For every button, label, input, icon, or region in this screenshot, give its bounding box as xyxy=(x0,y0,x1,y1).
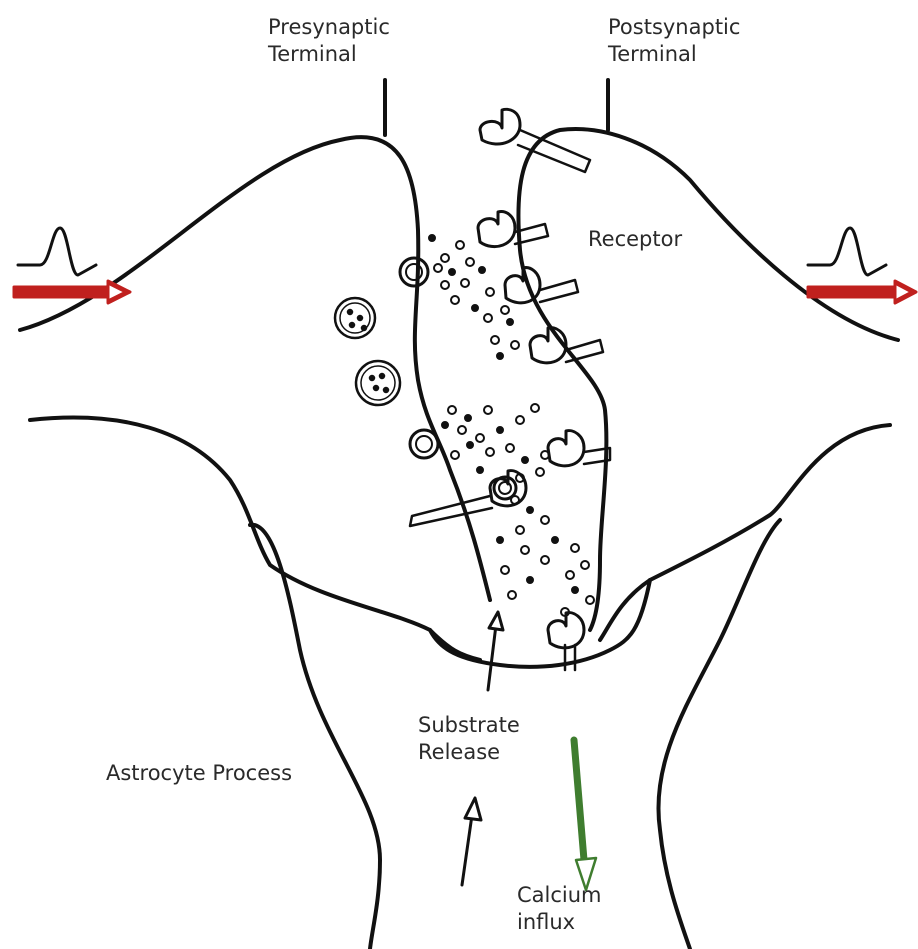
signal-arrow-icon xyxy=(14,281,130,303)
postsynaptic-label-line1: Postsynaptic xyxy=(608,14,740,41)
presynaptic-label: Presynaptic Terminal xyxy=(268,14,390,68)
neurotransmitter-dot xyxy=(451,296,459,304)
neurotransmitter-dot xyxy=(571,544,579,552)
neurotransmitter-dot xyxy=(501,566,509,574)
neurotransmitter-dot xyxy=(479,267,485,273)
neurotransmitter-dot xyxy=(521,546,529,554)
postsynaptic-membrane xyxy=(518,129,898,630)
receptor-icon xyxy=(478,212,548,247)
receptor-label-text: Receptor xyxy=(588,226,682,253)
neurotransmitter-dot xyxy=(448,406,456,414)
neurotransmitter-dot xyxy=(527,577,533,583)
neurotransmitter-dot xyxy=(476,434,484,442)
neurotransmitter-dot xyxy=(467,442,473,448)
calcium-label-line1: Calcium xyxy=(517,882,602,909)
postsynaptic-label-line2: Terminal xyxy=(608,41,740,68)
neurotransmitter-dot xyxy=(511,341,519,349)
substrate-label-line2: Release xyxy=(418,739,520,766)
substrate-label-line1: Substrate xyxy=(418,712,520,739)
presynaptic-label-line1: Presynaptic xyxy=(268,14,390,41)
neurotransmitter-dot xyxy=(536,468,544,476)
neurotransmitter-dot xyxy=(501,306,509,314)
neurotransmitter-dot xyxy=(541,556,549,564)
neurotransmitter-dot xyxy=(572,587,578,593)
calcium-arrow-icon xyxy=(574,740,596,890)
neurotransmitter-dot xyxy=(486,448,494,456)
calcium-label-line2: influx xyxy=(517,909,602,936)
neurotransmitter-dot xyxy=(508,591,516,599)
postsynaptic-label: Postsynaptic Terminal xyxy=(608,14,740,68)
vesicle-icon xyxy=(356,361,400,405)
neurotransmitter-dot xyxy=(581,561,589,569)
neurotransmitter-dot xyxy=(491,336,499,344)
neurotransmitter-dot xyxy=(516,416,524,424)
release-arrow-icon xyxy=(462,798,481,885)
neurotransmitter-dot xyxy=(429,235,435,241)
signal-arrow-icon xyxy=(808,281,916,303)
neurotransmitter-dot xyxy=(586,596,594,604)
action-potential-icon xyxy=(808,228,886,275)
astrocyte-label: Astrocyte Process xyxy=(106,760,292,787)
action-potential-icon xyxy=(18,228,96,275)
neurotransmitter-dot xyxy=(566,571,574,579)
presynaptic-label-line2: Terminal xyxy=(268,41,390,68)
release-arrow-icon xyxy=(488,612,503,690)
neurotransmitter-dot xyxy=(465,415,471,421)
neurotransmitter-dot xyxy=(484,406,492,414)
neurotransmitter-dot xyxy=(441,281,449,289)
receptor-icon xyxy=(548,431,610,466)
neurotransmitter-dot xyxy=(458,426,466,434)
neurotransmitter-dot xyxy=(466,258,474,266)
neurotransmitter-dot xyxy=(472,305,478,311)
neurotransmitter-dot xyxy=(442,422,448,428)
neurotransmitter-dot xyxy=(497,537,503,543)
neurotransmitter-dot xyxy=(497,353,503,359)
neurotransmitter-dots xyxy=(429,235,594,616)
neurotransmitter-dot xyxy=(497,427,503,433)
neurotransmitter-dot xyxy=(456,241,464,249)
receptor-icon xyxy=(530,328,603,363)
neurotransmitter-dot xyxy=(434,264,442,272)
neurotransmitter-dot xyxy=(506,444,514,452)
neurotransmitter-dot xyxy=(477,467,483,473)
neurotransmitter-dot xyxy=(541,516,549,524)
neurotransmitter-dot xyxy=(531,404,539,412)
neurotransmitter-dot xyxy=(484,314,492,322)
neurotransmitter-dot xyxy=(461,279,469,287)
neurotransmitter-dot xyxy=(451,451,459,459)
substrate-label: Substrate Release xyxy=(418,712,520,766)
neurotransmitter-dot xyxy=(527,507,533,513)
neurotransmitter-dot xyxy=(552,537,558,543)
neurotransmitter-dot xyxy=(507,319,513,325)
neurotransmitter-dot xyxy=(449,269,455,275)
neurotransmitter-dot xyxy=(486,288,494,296)
receptor-icon xyxy=(480,109,590,172)
astrocyte-right-lower xyxy=(658,520,780,949)
neurotransmitter-dot xyxy=(516,526,524,534)
neurotransmitter-dot xyxy=(441,254,449,262)
receptor-label: Receptor xyxy=(588,226,682,253)
calcium-label: Calcium influx xyxy=(517,882,602,936)
vesicle-icon xyxy=(335,298,375,338)
neurotransmitter-dot xyxy=(522,457,528,463)
receptor-icon xyxy=(505,268,578,303)
astrocyte-label-text: Astrocyte Process xyxy=(106,760,292,787)
